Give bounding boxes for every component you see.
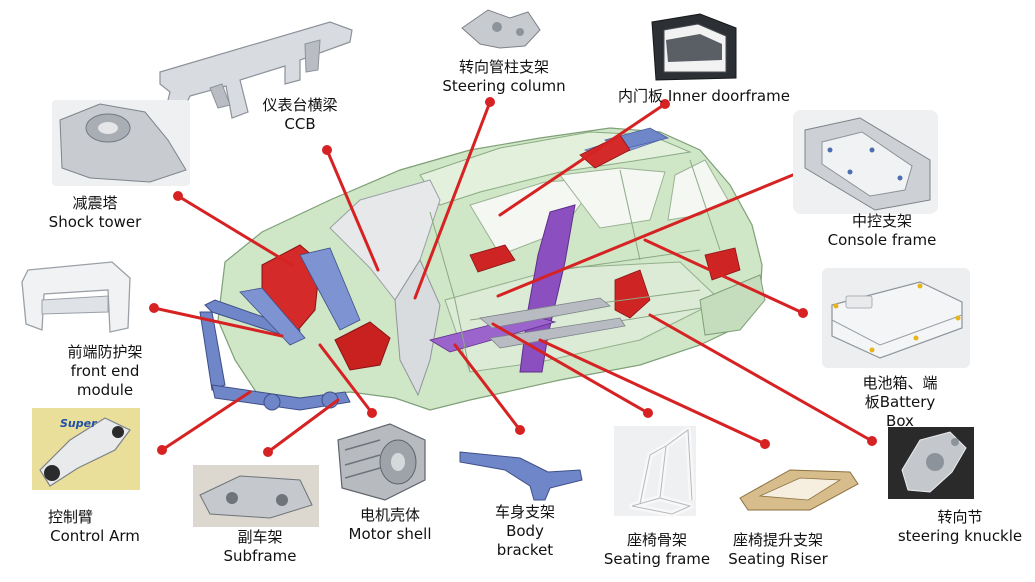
label-body-bracket-zh: 车身支架 [494, 503, 555, 521]
label-front-end-module-zh: 前端防护架 [67, 343, 143, 361]
front-end-module-part-image [21, 261, 131, 333]
label-steering-knuckle-zh: 转向节 [937, 508, 983, 526]
label-ccb-en: CCB [284, 115, 316, 133]
body-bracket-part-image [459, 451, 583, 501]
label-subframe-zh: 副车架 [237, 528, 283, 546]
leader-control-arm [160, 390, 252, 452]
label-shock-tower-en: Shock tower [48, 213, 142, 231]
leader-steering-column [413, 100, 492, 300]
label-battery-box-zh: 电池箱、端 [862, 374, 938, 392]
leader-battery-box [643, 238, 805, 315]
label-seating-riser: 座椅提升支架 Seating Riser [722, 531, 834, 569]
label-ccb: 仪表台横梁 CCB [255, 96, 345, 134]
label-seating-frame-en: Seating frame [603, 550, 711, 568]
label-body-bracket-en2: bracket [496, 541, 554, 559]
label-steering-knuckle-en: steering knuckle [897, 527, 1023, 545]
label-motor-shell: 电机壳体 Motor shell [340, 506, 440, 544]
seating-frame-part-image [614, 426, 696, 517]
label-console-frame-en: Console frame [827, 231, 937, 249]
label-steering-column-zh: 转向管柱支架 [458, 58, 549, 76]
control-arm-sticker-text: Super [60, 417, 97, 430]
leader-motor-shell [318, 343, 374, 415]
label-subframe: 副车架 Subframe [212, 528, 308, 566]
label-front-end-module-en1: front end [70, 362, 140, 380]
label-motor-shell-en: Motor shell [348, 525, 432, 543]
label-control-arm-en: Control Arm [50, 527, 140, 545]
label-control-arm: 控制臂 Control Arm [40, 508, 150, 546]
leader-seating-riser [538, 338, 767, 446]
label-front-end-module-en2: module [76, 381, 134, 399]
steering-column-part-image [461, 9, 541, 49]
seating-riser-part-image [739, 469, 859, 511]
leader-console-frame [496, 170, 802, 298]
car-body-in-white [199, 127, 766, 411]
leader-seating-frame [491, 322, 650, 415]
label-seating-frame-zh: 座椅骨架 [626, 531, 687, 549]
label-shock-tower-zh: 减震塔 [72, 194, 118, 212]
label-seating-riser-en: Seating Riser [728, 550, 828, 568]
shock-tower-part-image [52, 100, 190, 186]
label-console-frame-zh: 中控支架 [851, 212, 912, 230]
label-control-arm-zh: 控制臂 [48, 508, 94, 526]
label-steering-knuckle: 转向节 steering knuckle [890, 508, 1030, 546]
leader-subframe [266, 398, 340, 454]
leader-inner-doorframe [498, 102, 667, 217]
label-inner-doorframe: 内门板 Inner doorframe [612, 87, 796, 106]
leader-lines [152, 100, 874, 454]
leader-body-bracket [453, 343, 522, 432]
label-battery-box-en1: 板Battery [864, 393, 936, 411]
battery-box-part-image [822, 268, 970, 368]
label-steering-column: 转向管柱支架 Steering column [434, 58, 574, 96]
inner-doorframe-part-image [651, 13, 737, 81]
leader-steering-knuckle [648, 313, 874, 443]
leader-ccb [325, 148, 380, 272]
label-seating-frame: 座椅骨架 Seating frame [598, 531, 716, 569]
label-body-bracket-en1: Body [506, 522, 544, 540]
label-ccb-zh: 仪表台横梁 [262, 96, 338, 114]
label-battery-box: 电池箱、端 板Battery Box [838, 374, 962, 431]
label-front-end-module: 前端防护架 front end module [55, 343, 155, 400]
label-body-bracket: 车身支架 Body bracket [480, 503, 570, 560]
label-console-frame: 中控支架 Console frame [822, 212, 942, 250]
label-seating-riser-zh: 座椅提升支架 [732, 531, 823, 549]
control-arm-part-image: Super [32, 408, 140, 490]
label-steering-column-en: Steering column [442, 77, 566, 95]
label-motor-shell-zh: 电机壳体 [359, 506, 420, 524]
label-subframe-en: Subframe [223, 547, 297, 565]
motor-shell-part-image [337, 423, 426, 501]
leader-shock-tower [176, 194, 294, 267]
label-battery-box-en2: Box [886, 412, 914, 430]
label-inner-doorframe-text: 内门板 Inner doorframe [618, 87, 790, 105]
console-frame-part-image [793, 110, 938, 214]
subframe-part-image [193, 465, 319, 527]
steering-knuckle-part-image [888, 427, 974, 499]
label-shock-tower: 减震塔 Shock tower [40, 194, 150, 232]
leader-front-end [152, 306, 284, 338]
